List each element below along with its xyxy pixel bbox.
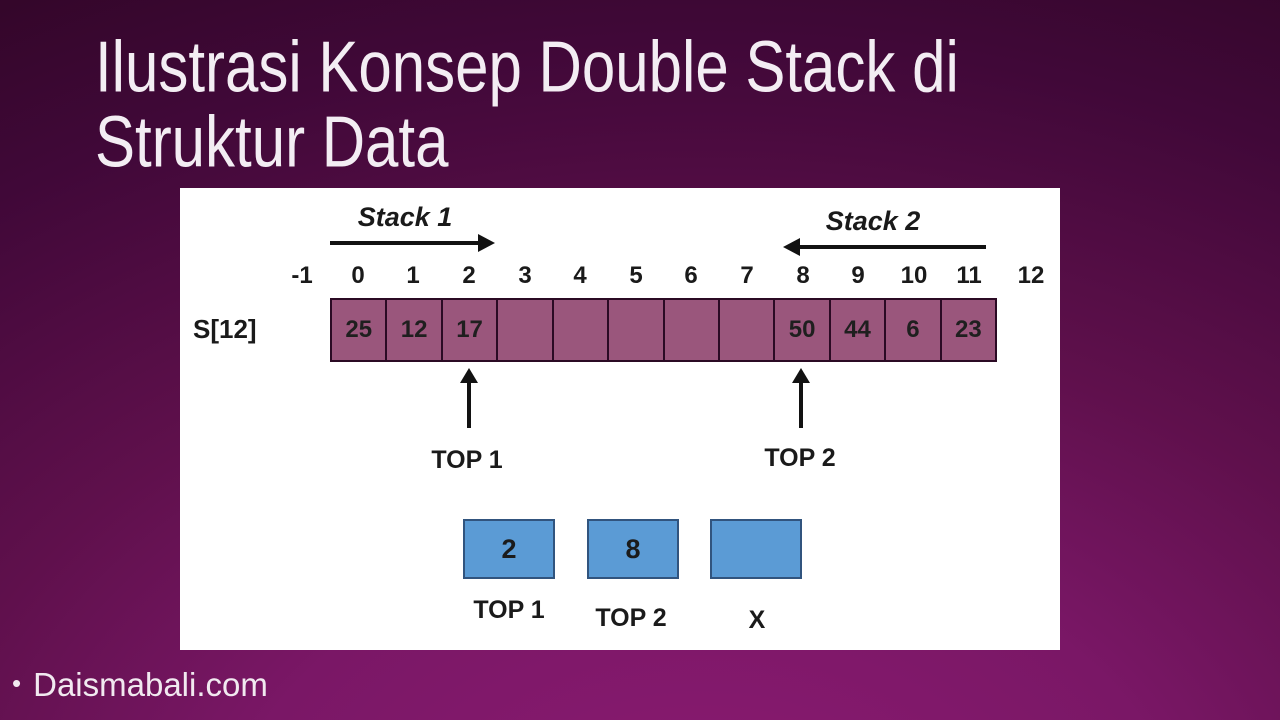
bullet-icon: •: [12, 668, 22, 698]
array-cell: 25: [332, 300, 388, 360]
array-cell: [554, 300, 610, 360]
footer-text: Daismabali.com: [33, 666, 268, 703]
index-label: 1: [406, 262, 420, 289]
index-label: 12: [1017, 262, 1045, 289]
index-label: 2: [462, 262, 476, 289]
array-cell: 12: [387, 300, 443, 360]
index-label: 8: [796, 262, 810, 289]
index-label: 11: [956, 262, 982, 289]
index-label: 10: [900, 262, 928, 289]
index-label: 3: [518, 262, 532, 289]
index-label: 6: [684, 262, 698, 289]
footer-bullet-line: • Daismabali.com: [12, 666, 268, 704]
array-cell: [665, 300, 720, 360]
stack1-label: Stack 1: [357, 202, 453, 232]
top1-variable-label: TOP 1: [473, 596, 545, 624]
top2-variable-label: TOP 2: [595, 604, 667, 632]
index-label: -1: [291, 262, 313, 289]
top2-variable-box: 8: [587, 519, 679, 579]
array-cell: [609, 300, 665, 360]
index-label: 9: [851, 262, 865, 289]
array-cell: 6: [886, 300, 942, 360]
array-cell: [720, 300, 776, 360]
array-cell: 23: [955, 316, 982, 343]
stack2-direction-arrow-icon: [783, 238, 986, 256]
index-label: 4: [573, 262, 587, 289]
stack1-direction-arrow-icon: [330, 234, 495, 252]
array-cell: 50: [775, 300, 831, 360]
top1-variable-box: 2: [463, 519, 555, 579]
array-name-label: S[12]: [193, 314, 257, 344]
diagram-panel: Stack 1 Stack 2 -1 0 1 2 3 4 5 6 7 8 9 1…: [180, 188, 1060, 650]
stack2-label: Stack 2: [825, 206, 921, 236]
index-label: 7: [740, 262, 754, 289]
array-cell: [498, 300, 554, 360]
top1-pointer-label: TOP 1: [431, 446, 503, 474]
array-cell: 17: [443, 300, 499, 360]
index-label: 5: [629, 262, 643, 289]
x-variable-label: X: [748, 606, 766, 634]
top2-pointer-arrow-icon: [792, 368, 810, 428]
x-variable-box: [710, 519, 802, 579]
array-cells: 25 12 17 50 44 6 23: [330, 298, 997, 362]
top2-pointer-label: TOP 2: [764, 444, 836, 472]
top1-pointer-arrow-icon: [460, 368, 478, 428]
title-line-1: Ilustrasi Konsep Double Stack di: [95, 26, 959, 108]
page-title: Ilustrasi Konsep Double Stack di Struktu…: [95, 26, 959, 183]
title-line-2: Struktur Data: [95, 101, 449, 183]
array-cell: 44: [831, 300, 887, 360]
index-label: 0: [351, 262, 365, 289]
